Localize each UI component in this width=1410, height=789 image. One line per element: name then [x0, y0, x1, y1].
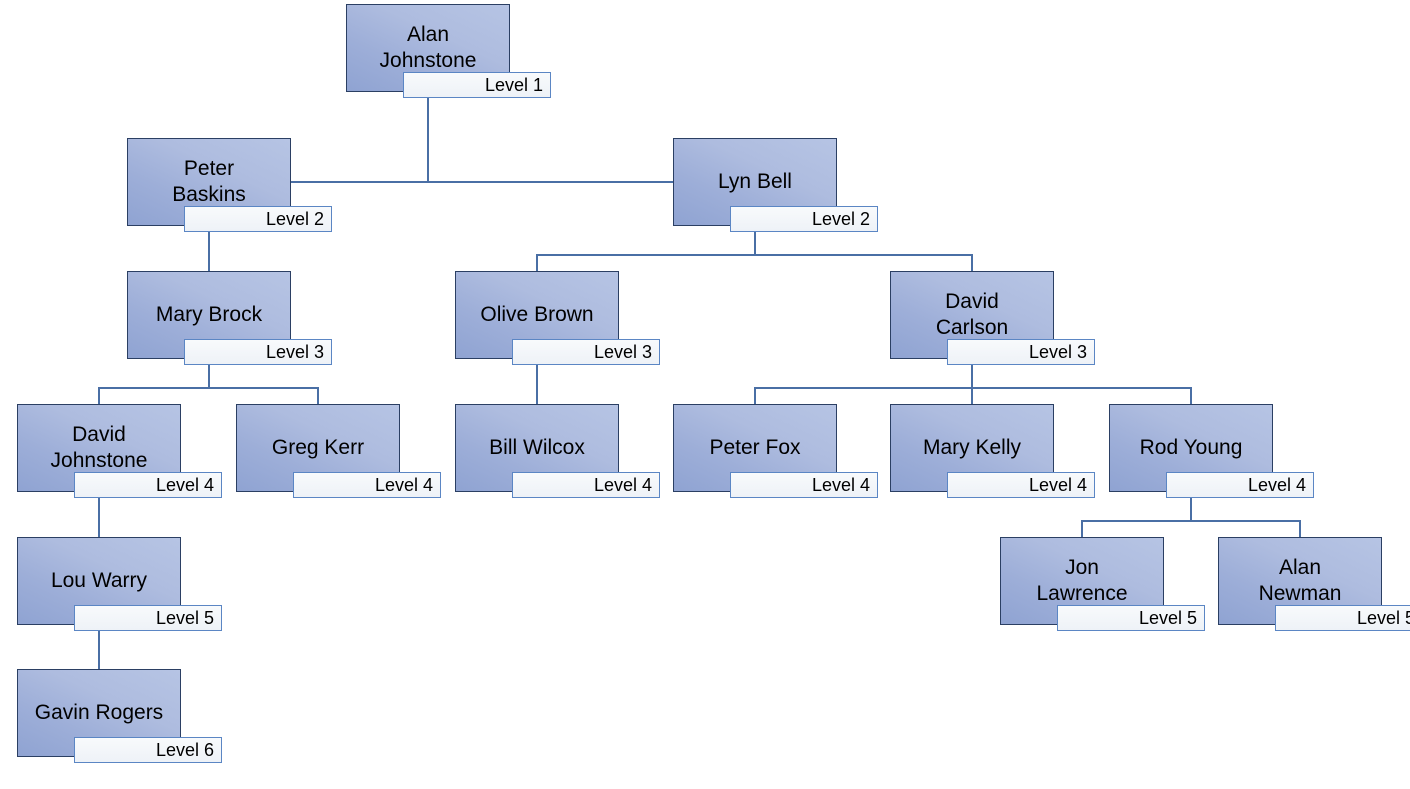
level-badge-text-peter-fox: Level 4 — [811, 475, 870, 495]
node-name-lyn-bell: Lyn Bell — [718, 170, 792, 193]
level-badge-rod-young: Level 4 — [1166, 472, 1314, 498]
level-badge-jon-lawrence: Level 5 — [1057, 605, 1205, 631]
level-badge-text-peter-baskins: Level 2 — [265, 209, 324, 229]
level-badge-text-greg-kerr: Level 4 — [374, 475, 433, 495]
level-badge-bill-wilcox: Level 4 — [512, 472, 660, 498]
node-name-peter-baskins: Peter Baskins — [172, 157, 246, 206]
node-name-alan-newman: Alan Newman — [1258, 556, 1342, 605]
level-badge-david-carlson: Level 3 — [947, 339, 1095, 365]
level-badge-lou-warry: Level 5 — [74, 605, 222, 631]
level-badge-alan-johnstone: Level 1 — [403, 72, 551, 98]
level-badge-text-bill-wilcox: Level 4 — [593, 475, 652, 495]
level-badge-peter-baskins: Level 2 — [184, 206, 332, 232]
node-name-alan-johnstone: Alan Johnstone — [379, 23, 477, 72]
level-badge-text-alan-newman: Level 5 — [1356, 608, 1410, 628]
level-badge-mary-kelly: Level 4 — [947, 472, 1095, 498]
node-name-mary-kelly: Mary Kelly — [922, 436, 1022, 459]
node-name-olive-brown: Olive Brown — [480, 303, 594, 326]
level-badge-peter-fox: Level 4 — [730, 472, 878, 498]
level-badge-lyn-bell: Level 2 — [730, 206, 878, 232]
node-name-rod-young: Rod Young — [1139, 436, 1243, 459]
level-badge-olive-brown: Level 3 — [512, 339, 660, 365]
level-badge-text-david-johnstone: Level 4 — [155, 475, 214, 495]
level-badge-gavin-rogers: Level 6 — [74, 737, 222, 763]
node-name-lou-warry: Lou Warry — [50, 569, 148, 592]
node-name-david-johnstone: David Johnstone — [50, 423, 148, 472]
level-badge-text-lyn-bell: Level 2 — [811, 209, 870, 229]
node-name-greg-kerr: Greg Kerr — [271, 436, 365, 459]
level-badge-mary-brock: Level 3 — [184, 339, 332, 365]
level-badge-text-mary-brock: Level 3 — [265, 342, 324, 362]
node-name-peter-fox: Peter Fox — [709, 436, 801, 459]
level-badge-text-jon-lawrence: Level 5 — [1138, 608, 1197, 628]
level-badge-text-rod-young: Level 4 — [1247, 475, 1306, 495]
level-badge-text-david-carlson: Level 3 — [1028, 342, 1087, 362]
node-name-david-carlson: David Carlson — [935, 290, 1009, 339]
level-badge-david-johnstone: Level 4 — [74, 472, 222, 498]
level-badge-text-alan-johnstone: Level 1 — [484, 75, 543, 95]
level-badge-text-lou-warry: Level 5 — [155, 608, 214, 628]
level-badge-text-mary-kelly: Level 4 — [1028, 475, 1087, 495]
node-box-david-johnstone[interactable]: David Johnstone — [17, 404, 181, 492]
level-badge-greg-kerr: Level 4 — [293, 472, 441, 498]
level-badge-alan-newman: Level 5 — [1275, 605, 1410, 631]
node-name-bill-wilcox: Bill Wilcox — [489, 436, 585, 459]
node-name-mary-brock: Mary Brock — [155, 303, 263, 326]
node-name-gavin-rogers: Gavin Rogers — [34, 701, 164, 724]
level-badge-text-gavin-rogers: Level 6 — [155, 740, 214, 760]
node-name-jon-lawrence: Jon Lawrence — [1036, 556, 1128, 605]
level-badge-text-olive-brown: Level 3 — [593, 342, 652, 362]
